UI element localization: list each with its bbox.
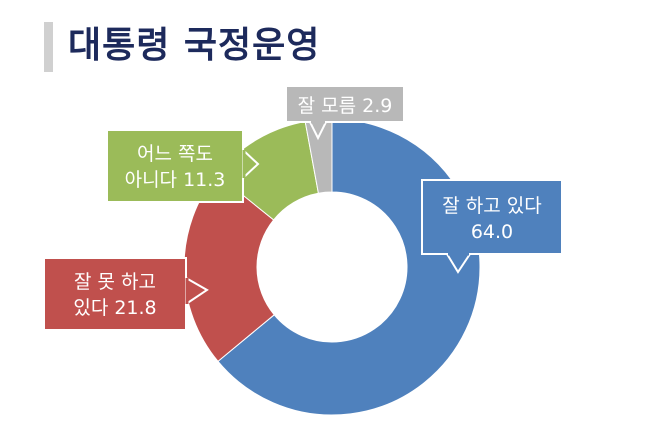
callout-pointer-outline-0: [446, 253, 471, 274]
callout-label-1-line-1: 있다 21.8: [73, 297, 156, 319]
callout-label-0-line-0: 잘 하고 있다: [442, 195, 541, 217]
callout-label-1-line-0: 잘 못 하고: [74, 271, 156, 293]
callout-label-3-line-0: 잘 모름 2.9: [298, 95, 393, 117]
callout-label-2-line-0: 어느 쪽도: [137, 143, 213, 165]
callout-box-0: [421, 179, 563, 255]
callout-3: 잘 모름 2.9: [285, 85, 405, 141]
callout-pointer-1: [186, 278, 207, 304]
callout-pointer-0: [447, 254, 470, 272]
callout-box-2: [106, 129, 244, 203]
callout-box-1: [43, 257, 187, 331]
callout-pointer-outline-3: [309, 121, 327, 141]
callout-pointer-outline-2: [242, 149, 260, 179]
callout-pointer-3: [310, 122, 326, 138]
title-accent-bar: [44, 22, 53, 72]
callout-box-3: [285, 85, 405, 123]
donut-slices: [183, 118, 481, 416]
chart-title: 대통령 국정운영: [68, 25, 321, 66]
callout-label-2-line-1: 아니다 11.3: [125, 169, 226, 191]
callout-0: 잘 하고 있다 64.0: [421, 179, 563, 274]
callout-pointer-2: [243, 150, 258, 178]
callout-label-0-line-1: 64.0: [471, 221, 513, 243]
callout-pointer-outline-1: [185, 277, 209, 305]
